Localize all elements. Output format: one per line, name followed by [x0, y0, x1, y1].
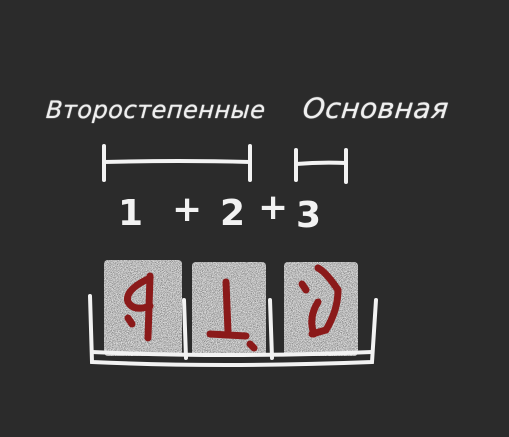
rune-1-symbol: [124, 272, 154, 342]
secondary-bracket: [102, 144, 252, 182]
term-3: 3: [296, 195, 322, 236]
plus-sign-2: +: [258, 187, 289, 228]
rune-3-symbol: [298, 264, 342, 338]
rune-2-symbol: [206, 278, 258, 352]
tile-tray: [88, 294, 378, 367]
main-bracket: [294, 148, 348, 184]
term-1: 1: [118, 193, 144, 234]
plus-sign-1: +: [172, 189, 203, 230]
rune-tile-1: [104, 260, 182, 356]
term-2: 2: [220, 193, 246, 234]
rune-tile-3: [284, 262, 358, 356]
rune-tile-2: [192, 262, 266, 356]
